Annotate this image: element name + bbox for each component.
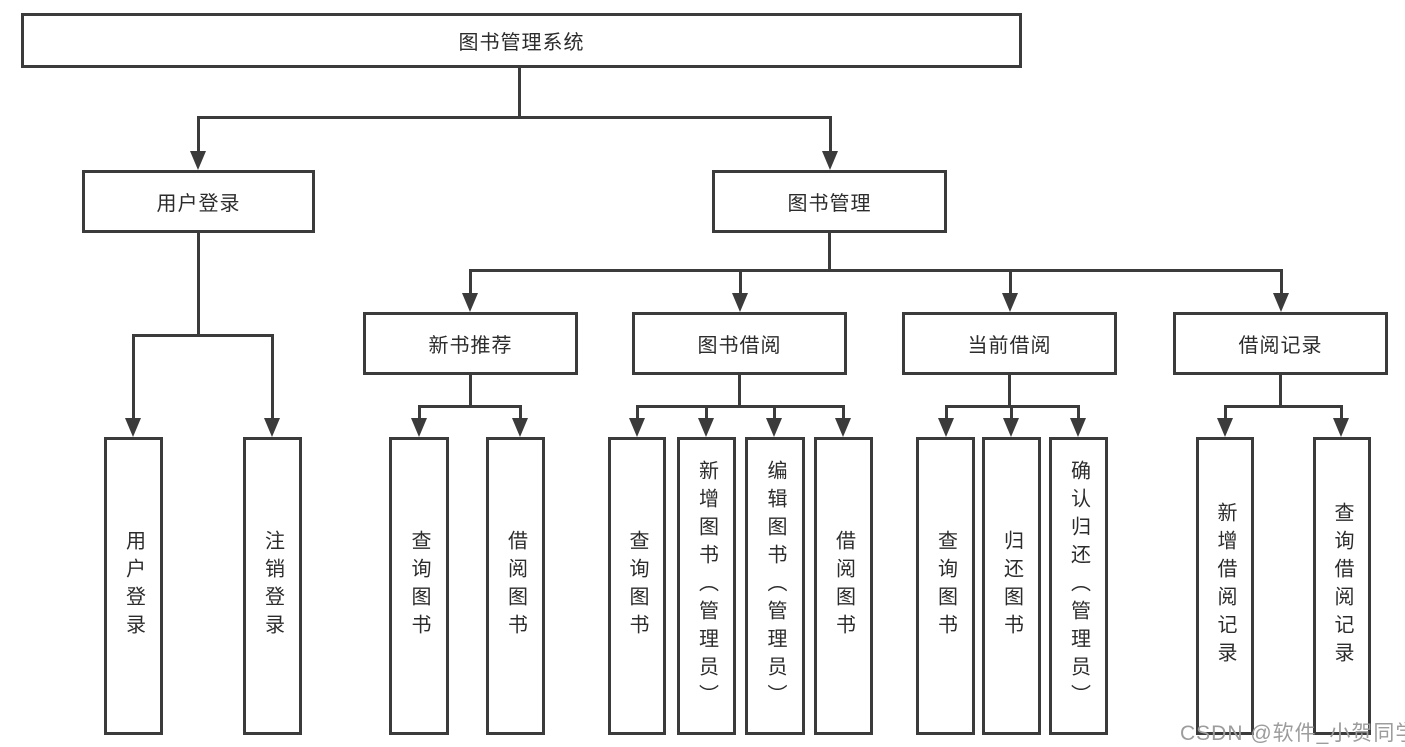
- leaf-query-book-2-label: 查询图书: [626, 530, 648, 642]
- connector-line: [1009, 406, 1013, 420]
- node-book-management-label: 图书管理: [787, 193, 872, 215]
- leaf-logout: 注销登录: [243, 437, 302, 735]
- node-borrow-record: 借阅记录: [1173, 312, 1388, 375]
- arrowhead-down-icon: [190, 151, 206, 170]
- arrowhead-down-icon: [1002, 293, 1018, 312]
- leaf-borrow-book-1: 借阅图书: [486, 437, 545, 735]
- connector-line: [1076, 406, 1080, 420]
- connector-line: [196, 117, 200, 153]
- connector-line: [1339, 406, 1343, 420]
- connector-line: [270, 335, 274, 420]
- connector-line: [468, 270, 472, 295]
- leaf-confirm-return-admin: 确认归还（管理员）: [1049, 437, 1108, 735]
- leaf-add-borrow-record-label: 新增借阅记录: [1214, 502, 1236, 670]
- leaf-borrow-book-2: 借阅图书: [814, 437, 873, 735]
- node-current-borrow: 当前借阅: [902, 312, 1117, 375]
- arrowhead-down-icon: [732, 293, 748, 312]
- arrowhead-down-icon: [512, 418, 528, 437]
- leaf-borrow-book-1-label: 借阅图书: [504, 530, 527, 642]
- connector-line: [944, 406, 948, 420]
- connector-line: [131, 335, 135, 420]
- leaf-confirm-return-admin-label: 确认归还（管理员）: [1067, 460, 1090, 712]
- connector-line: [772, 406, 776, 420]
- node-current-borrow-label: 当前借阅: [967, 335, 1052, 357]
- leaf-user-login: 用户登录: [104, 437, 163, 735]
- arrowhead-down-icon: [766, 418, 782, 437]
- leaf-user-login-label: 用户登录: [122, 530, 145, 642]
- arrowhead-down-icon: [938, 418, 954, 437]
- arrowhead-down-icon: [1273, 293, 1289, 312]
- leaf-query-book-3-label: 查询图书: [934, 530, 957, 642]
- leaf-add-book-admin-label: 新增图书（管理员）: [695, 460, 718, 712]
- connector-line: [131, 333, 274, 337]
- connector-line: [737, 375, 741, 408]
- leaf-query-borrow-record-label: 查询借阅记录: [1331, 502, 1353, 670]
- connector-line: [1008, 270, 1012, 295]
- connector-line: [738, 270, 742, 295]
- leaf-add-borrow-record: 新增借阅记录: [1196, 437, 1254, 735]
- leaf-return-book-label: 归还图书: [1000, 530, 1023, 642]
- connector-line: [1279, 270, 1283, 295]
- connector-line: [1278, 375, 1282, 408]
- node-new-book-recommend: 新书推荐: [363, 312, 578, 375]
- leaf-borrow-book-2-label: 借阅图书: [832, 530, 855, 642]
- arrowhead-down-icon: [125, 418, 141, 437]
- connector-line: [468, 375, 472, 408]
- node-book-borrow: 图书借阅: [632, 312, 847, 375]
- leaf-logout-label: 注销登录: [261, 530, 284, 642]
- connector-line: [417, 406, 421, 420]
- leaf-edit-book-admin-label: 编辑图书（管理员）: [764, 460, 786, 712]
- connector-line: [517, 68, 521, 119]
- arrowhead-down-icon: [1003, 418, 1019, 437]
- connector-line: [417, 404, 522, 408]
- node-user-login: 用户登录: [82, 170, 315, 233]
- arrowhead-down-icon: [822, 151, 838, 170]
- arrowhead-down-icon: [264, 418, 280, 437]
- connector-line: [196, 233, 200, 337]
- arrowhead-down-icon: [462, 293, 478, 312]
- leaf-edit-book-admin: 编辑图书（管理员）: [745, 437, 805, 735]
- leaf-add-book-admin: 新增图书（管理员）: [677, 437, 736, 735]
- arrowhead-down-icon: [698, 418, 714, 437]
- arrowhead-down-icon: [1333, 418, 1349, 437]
- connector-line: [1007, 375, 1011, 408]
- connector-line: [827, 233, 831, 272]
- leaf-query-book-2: 查询图书: [608, 437, 666, 735]
- connector-line: [704, 406, 708, 420]
- arrowhead-down-icon: [1217, 418, 1233, 437]
- leaf-query-book-1: 查询图书: [389, 437, 449, 735]
- node-root: 图书管理系统: [21, 13, 1022, 68]
- connector-line: [1223, 404, 1343, 408]
- node-root-label: 图书管理系统: [458, 32, 585, 54]
- node-borrow-record-label: 借阅记录: [1238, 335, 1323, 357]
- connector-line: [635, 404, 845, 408]
- arrowhead-down-icon: [835, 418, 851, 437]
- node-book-borrow-label: 图书借阅: [697, 335, 782, 357]
- connector-line: [196, 115, 832, 119]
- connector-line: [1223, 406, 1227, 420]
- node-user-login-label: 用户登录: [156, 193, 241, 215]
- arrowhead-down-icon: [629, 418, 645, 437]
- leaf-return-book: 归还图书: [982, 437, 1041, 735]
- connector-line: [468, 268, 1283, 272]
- leaf-query-book-1-label: 查询图书: [408, 530, 430, 642]
- arrowhead-down-icon: [411, 418, 427, 437]
- connector-line: [518, 406, 522, 420]
- connector-line: [828, 117, 832, 153]
- csdn-watermark: CSDN @软件_小贺同学: [1180, 722, 1405, 745]
- node-new-book-recommend-label: 新书推荐: [428, 335, 513, 357]
- connector-line: [635, 406, 639, 420]
- connector-line: [841, 406, 845, 420]
- leaf-query-borrow-record: 查询借阅记录: [1313, 437, 1371, 735]
- node-book-management: 图书管理: [712, 170, 947, 233]
- arrowhead-down-icon: [1070, 418, 1086, 437]
- leaf-query-book-3: 查询图书: [916, 437, 975, 735]
